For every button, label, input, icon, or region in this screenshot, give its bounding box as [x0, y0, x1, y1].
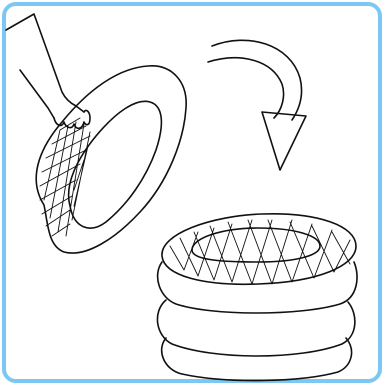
coil-base	[162, 338, 352, 381]
arm-lower-outline	[20, 70, 54, 118]
curved-arrow-shaft	[212, 40, 302, 120]
curved-arrow-shaft-inner	[208, 58, 284, 118]
stacked-coiled-ring	[157, 214, 357, 381]
hand-twisting-ring	[6, 14, 186, 253]
arm-outline	[6, 14, 84, 112]
curved-arrow	[208, 40, 306, 170]
ring-mesh-band	[40, 118, 90, 236]
fingers	[54, 110, 90, 128]
curved-arrow-head	[262, 112, 306, 170]
coil-middle	[158, 262, 357, 313]
